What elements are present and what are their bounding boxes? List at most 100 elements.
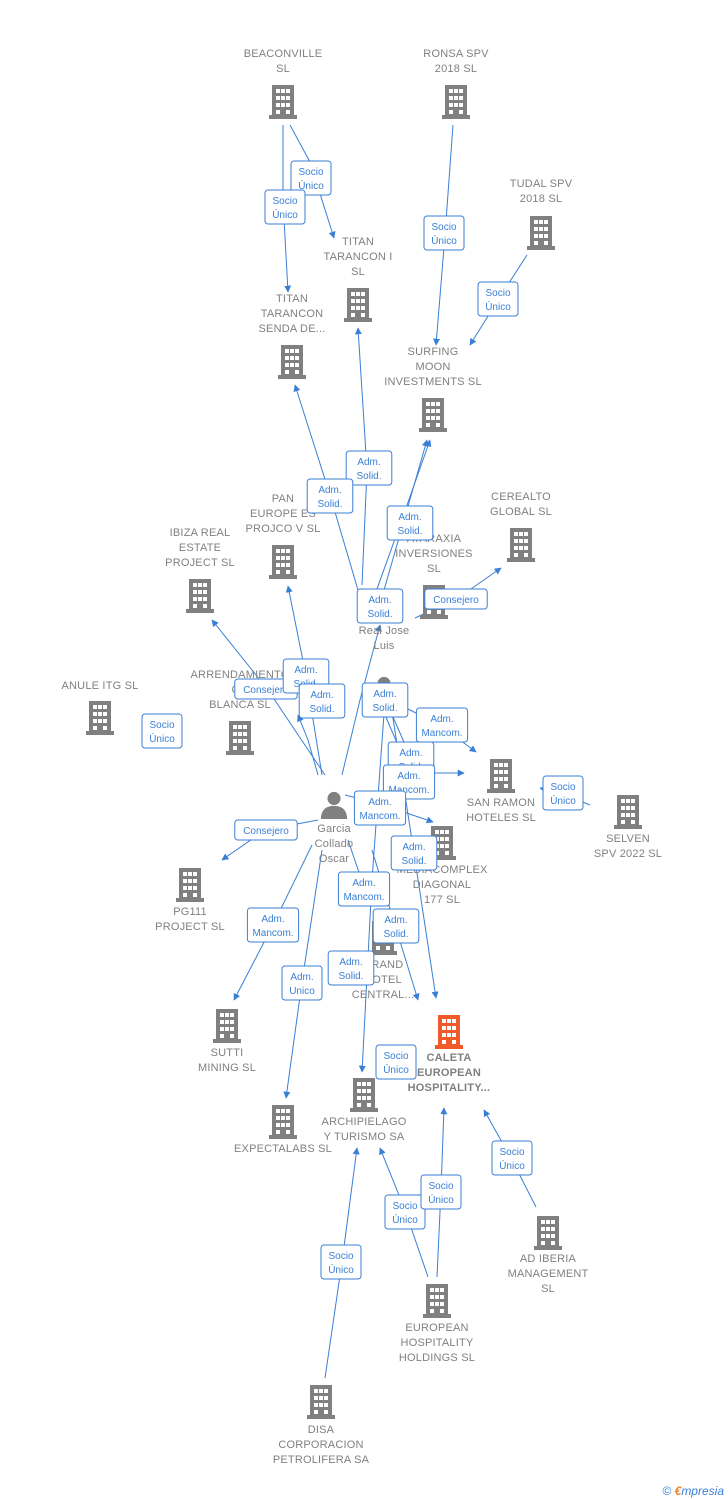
edge-label-text: Socio — [149, 720, 174, 731]
edge-label-box — [327, 950, 375, 986]
edge-label-box — [375, 1044, 417, 1080]
edge-label-text: Mancom. — [359, 811, 400, 822]
edge-label-adm-solid-[interactable]: Adm. Solid. — [306, 478, 354, 514]
edge-label-text: Consejero — [433, 595, 479, 606]
edge-label-consejero[interactable]: Consejero — [234, 819, 298, 841]
edge-label-adm-solid-[interactable]: Adm.Solid. — [298, 683, 346, 719]
node-label: CEREALTO — [491, 491, 551, 503]
edge-label-text: Único — [149, 732, 175, 745]
edge-label-text: Único — [272, 208, 298, 221]
edge-label-adm-solid-[interactable]: Adm. Solid. — [386, 505, 434, 541]
edge-label-adm-mancom-[interactable]: Adm.Mancom. — [246, 907, 300, 943]
node-label: TITAN — [276, 293, 308, 305]
node-label: CALETA — [427, 1052, 472, 1064]
node-label: Oscar — [319, 853, 349, 865]
node-caleta[interactable]: CALETAEUROPEANHOSPITALITY... — [408, 1015, 491, 1094]
edge-label-text: Solid. — [397, 526, 422, 537]
edge-label-adm-solid-[interactable]: Adm.Solid. — [372, 908, 420, 944]
node-anule[interactable]: ANULE ITG SL — [62, 680, 139, 735]
building-icon — [86, 701, 114, 735]
edge-label-text: Socio — [431, 222, 456, 233]
node-label: 177 SL — [424, 894, 460, 906]
node-label: PROJCO V SL — [246, 523, 321, 535]
edge-label-box — [141, 713, 183, 749]
building-icon — [278, 345, 306, 379]
edge-label-box — [384, 1194, 426, 1230]
node-label: SENDA DE... — [259, 323, 326, 335]
edge-label-adm-mancom-[interactable]: Adm.Mancom. — [415, 707, 469, 743]
edge-label-adm-solid-[interactable]: Adm.Solid. — [327, 950, 375, 986]
building-icon — [226, 721, 254, 755]
node-label: INVESTMENTS SL — [384, 376, 482, 388]
node-expectalabs[interactable]: EXPECTALABS SL — [234, 1105, 332, 1155]
edge-label-text: Mancom. — [388, 785, 429, 796]
node-label: ANULE ITG SL — [62, 680, 139, 692]
node-label: Garcia — [317, 823, 351, 835]
edge-label-adm-solid-[interactable]: Adm.Solid. — [345, 450, 393, 486]
edge-label-text: Adm. — [357, 457, 380, 468]
edge-label-text: Socio — [298, 167, 323, 178]
edge-label-text: Adm. — [368, 797, 391, 808]
edge-label-consejero[interactable]: Consejero — [424, 588, 488, 610]
edge-label-text: Adm. — [398, 512, 421, 523]
edge-label-text: Adm. — [368, 595, 391, 606]
edge-label-text: Adm. — [318, 485, 341, 496]
node-label: Real Jose — [359, 625, 410, 637]
edge-label-box — [423, 215, 465, 251]
edge-label-text: Adm. — [402, 842, 425, 853]
edge-label-adm-mancom-[interactable]: Adm.Mancom. — [337, 871, 391, 907]
edge-label-text: Solid. — [317, 499, 342, 510]
edge-label-adm-solid-[interactable]: Adm.Solid. — [361, 682, 409, 718]
edge-label-adm-unico[interactable]: Adm.Unico — [281, 965, 323, 1001]
edge-label-text: Mancom. — [343, 892, 384, 903]
building-icon — [269, 545, 297, 579]
edge-label-text: Adm. — [397, 771, 420, 782]
edge-label-text: Socio — [383, 1051, 408, 1062]
node-label: HOSPITALITY — [401, 1337, 474, 1349]
edge-label-adm-solid-[interactable]: Adm.Solid. — [356, 588, 404, 624]
node-label: PG111 — [173, 906, 207, 918]
edge-label-adm-solid-[interactable]: Adm.Solid. — [390, 835, 438, 871]
building-icon — [614, 795, 642, 829]
empresia-credit[interactable]: © €mpresia — [662, 1484, 724, 1498]
edge-label-text: Socio — [272, 196, 297, 207]
edge-label-box — [320, 1244, 362, 1280]
edge-label-adm-mancom-[interactable]: Adm. Mancom. — [353, 790, 407, 826]
node-label: ARCHIPIELAGO — [322, 1116, 407, 1128]
edge-label-text: Adm. — [261, 914, 284, 925]
edge-label-text: Adm. — [310, 690, 333, 701]
node-label: BEACONVILLE — [244, 48, 323, 60]
node-label: SURFING — [408, 346, 459, 358]
